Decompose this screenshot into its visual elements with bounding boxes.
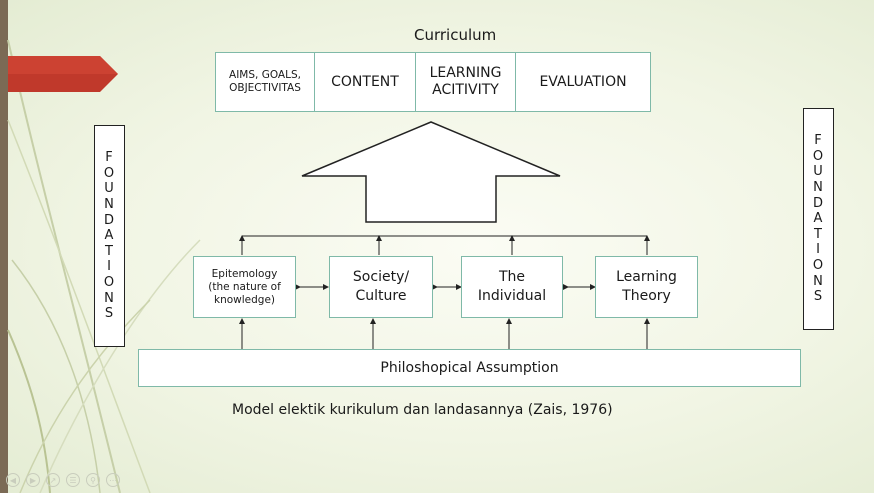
foundations-letter: I: [816, 242, 821, 258]
foundations-letter: I: [107, 259, 112, 275]
foundations-letter: O: [103, 165, 116, 181]
curriculum-title: Curriculum: [414, 26, 497, 44]
source-box-epistemology: Epitemology (the nature of knowledge): [193, 256, 296, 318]
next-icon[interactable]: ▶: [26, 473, 40, 487]
source-box-society-culture: Society/ Culture: [329, 256, 433, 318]
left-accent-bar: [0, 0, 8, 493]
foundations-right: F O U N D A T I O N S: [803, 108, 834, 330]
source-box-learning-theory: Learning Theory: [595, 256, 698, 318]
foundations-letter: N: [104, 197, 115, 213]
curriculum-cell-aims: AIMS, GOALS, OBJECTIVITAS: [215, 52, 315, 112]
caption: Model elektik kurikulum dan landasannya …: [232, 402, 613, 418]
decorative-leaf-lines: [7, 39, 201, 493]
menu-icon[interactable]: ☰: [66, 473, 80, 487]
foundations-letter: O: [812, 148, 825, 164]
foundations-left: F O U N D A T I O N S: [94, 125, 125, 347]
zoom-icon[interactable]: ⚲: [86, 473, 100, 487]
philosophical-assumption-bar: Philoshopical Assumption: [138, 349, 801, 387]
foundations-letter: T: [105, 243, 114, 259]
curriculum-cell-learning-activity: LEARNING ACITIVITY: [415, 52, 516, 112]
foundations-letter: F: [105, 150, 114, 166]
foundations-letter: S: [813, 289, 824, 305]
source-box-individual: The Individual: [461, 256, 563, 318]
foundations-letter: N: [813, 180, 824, 196]
foundations-letter: A: [813, 211, 824, 227]
big-up-arrow: [301, 121, 561, 223]
foundations-letter: U: [813, 164, 824, 180]
foundations-letter: A: [104, 228, 115, 244]
foundations-letter: O: [812, 257, 825, 273]
foundations-letter: N: [813, 273, 824, 289]
foundations-letter: S: [104, 306, 115, 322]
more-icon[interactable]: ⋯: [106, 473, 120, 487]
foundations-letter: F: [814, 133, 823, 149]
foundations-letter: D: [812, 195, 824, 211]
slideshow-nav: ◀ ▶ ↗ ☰ ⚲ ⋯: [6, 473, 120, 489]
foundations-letter: T: [814, 226, 823, 242]
curriculum-cell-evaluation: EVALUATION: [515, 52, 651, 112]
foundations-letter: U: [104, 181, 115, 197]
fullscreen-icon[interactable]: ↗: [46, 473, 60, 487]
foundations-letter: N: [104, 290, 115, 306]
foundations-letter: D: [103, 212, 115, 228]
curriculum-cell-content: CONTENT: [314, 52, 416, 112]
chevron-shape: [8, 56, 118, 92]
prev-icon[interactable]: ◀: [6, 473, 20, 487]
foundations-letter: O: [103, 274, 116, 290]
